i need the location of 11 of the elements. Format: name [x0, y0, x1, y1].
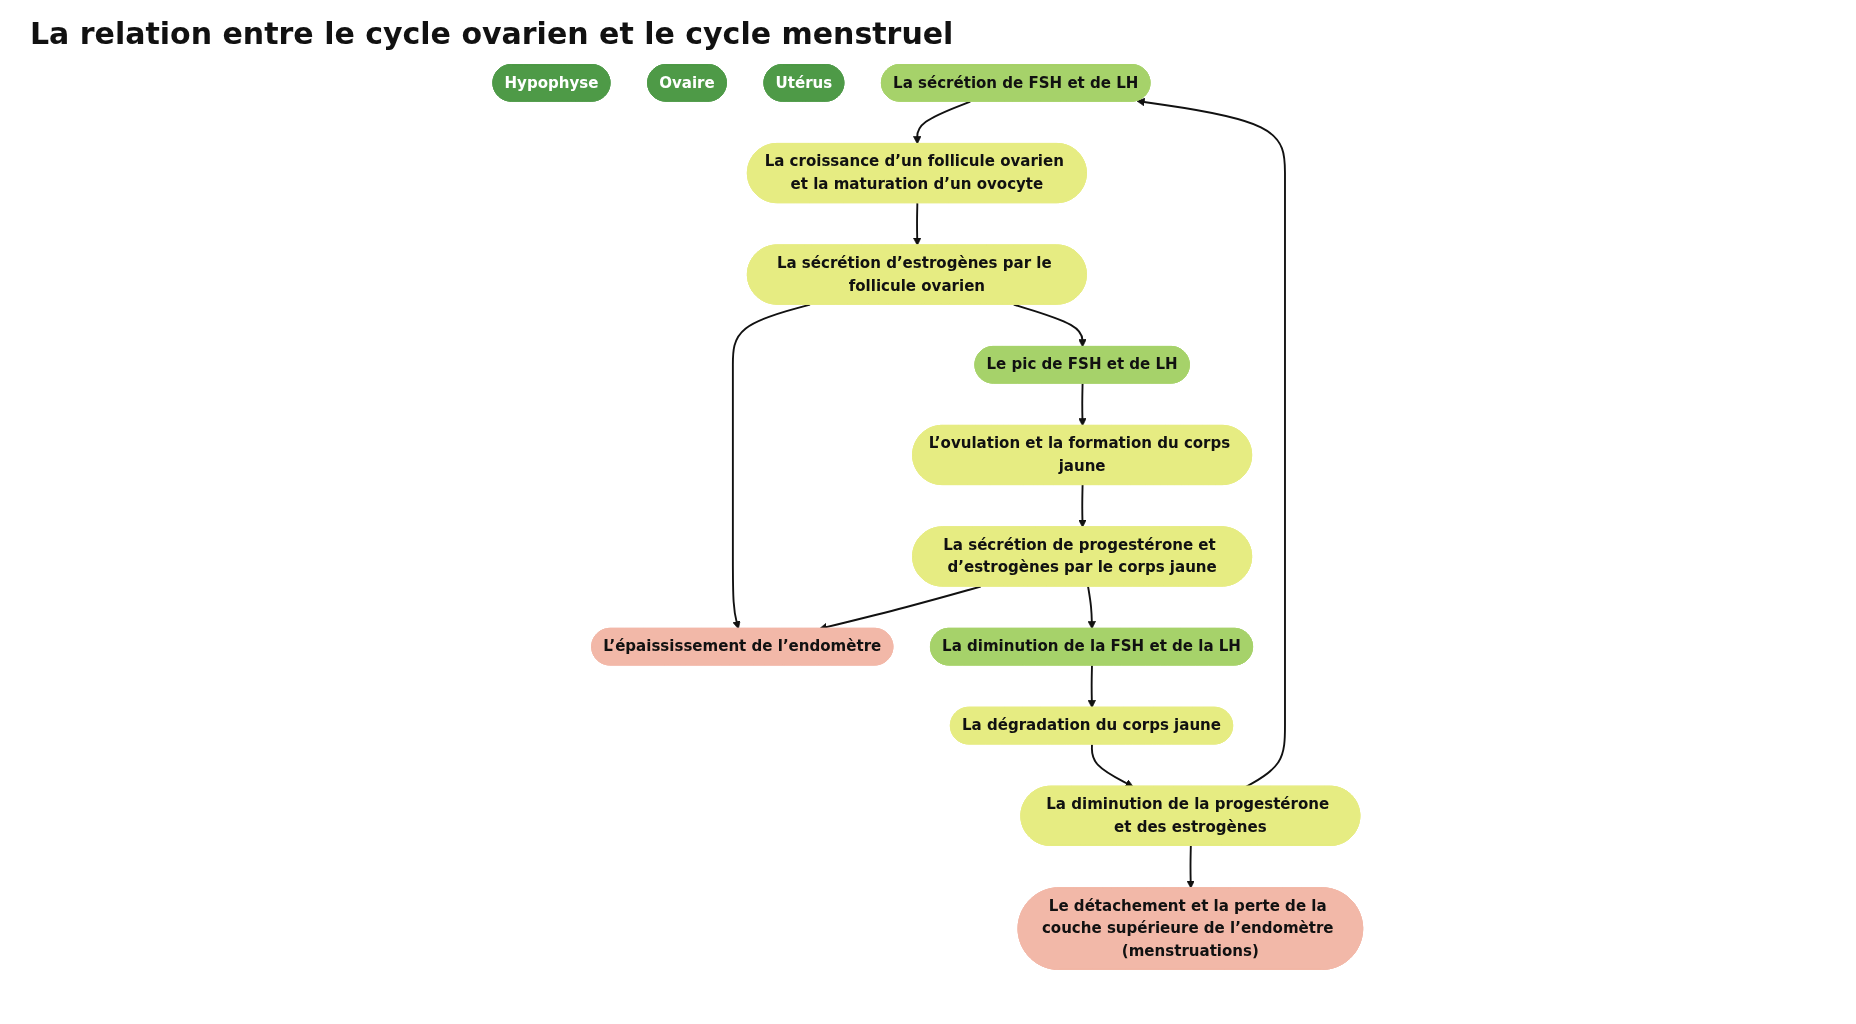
arrow — [1091, 743, 1134, 788]
arrow — [1078, 484, 1087, 528]
diagram-title: La relation entre le cycle ovarien et le cycle menstruel — [30, 16, 955, 51]
arrow — [1087, 664, 1097, 709]
arrow — [1186, 844, 1195, 889]
arrow — [1136, 98, 1287, 788]
arrow — [913, 100, 972, 145]
arrow — [1013, 303, 1087, 348]
arrow — [1078, 382, 1087, 427]
arrow — [913, 202, 922, 246]
arrow — [1087, 585, 1097, 630]
